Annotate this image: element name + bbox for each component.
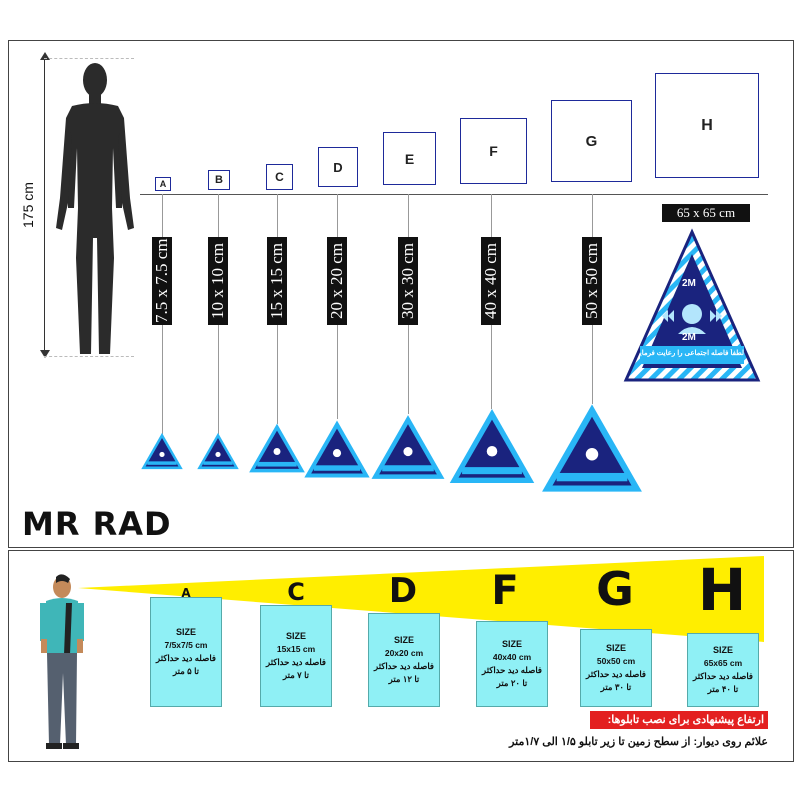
sign-triangle-e xyxy=(371,415,445,479)
brand-logo: MR RAD xyxy=(22,505,172,543)
size-label-d: 20 x 20 cm xyxy=(327,237,347,325)
install-text: علائم روی دیوار: از سطح زمین تا زیر تابل… xyxy=(509,736,768,748)
size-box-h: H xyxy=(655,73,759,178)
cone-letter-h: H xyxy=(697,556,747,624)
bottom-panel xyxy=(8,550,794,762)
size-card-g: SIZE 50x50 cm فاصله دید حداکثر تا ۳۰ متر xyxy=(580,629,652,707)
size-box-g: G xyxy=(551,100,632,182)
viewing-cone xyxy=(78,556,764,642)
size-box-e: E xyxy=(383,132,436,185)
size-card-h: SIZE 65x65 cm فاصله دید حداکثر تا ۴۰ متر xyxy=(687,633,759,707)
sign-triangle-d xyxy=(304,420,370,478)
person-figure-icon xyxy=(40,574,84,749)
sign-distance-top: 2M xyxy=(682,278,696,289)
cone-letter-c: C xyxy=(287,578,305,606)
sign-triangle-b xyxy=(197,432,239,470)
height-arrow-top-icon xyxy=(40,52,50,60)
size-card-a: SIZE 7/5x7/5 cm فاصله دید حداکثر تا ۵ مت… xyxy=(150,597,222,707)
size-label-h: 65 x 65 cm xyxy=(662,204,750,222)
size-box-a: A xyxy=(155,177,171,191)
cone-letter-f: F xyxy=(491,568,519,614)
human-silhouette-icon xyxy=(56,63,134,354)
large-sign: 2M 2M لطفاً فاصله اجتماعی را رعایت فرمای… xyxy=(622,228,762,388)
sign-triangle-f xyxy=(449,409,535,483)
sign-triangle-g xyxy=(542,404,642,492)
size-box-f: F xyxy=(460,118,527,184)
sign-message: لطفاً فاصله اجتماعی را رعایت فرمایید xyxy=(640,350,744,357)
size-label-e: 30 x 30 cm xyxy=(398,237,418,325)
install-title: ارتفاع پیشنهادی برای نصب تابلوها: xyxy=(590,711,768,729)
cone-letter-g: G xyxy=(596,562,634,616)
sign-triangle-a xyxy=(141,432,183,470)
size-card-f: SIZE 40x40 cm فاصله دید حداکثر تا ۲۰ متر xyxy=(476,621,548,707)
size-card-d: SIZE 20x20 cm فاصله دید حداکثر تا ۱۲ متر xyxy=(368,613,440,707)
size-label-g: 50 x 50 cm xyxy=(582,237,602,325)
sign-distance-bottom: 2M xyxy=(682,332,696,343)
size-label-b: 10 x 10 cm xyxy=(208,237,228,325)
height-arrow-bottom-icon xyxy=(40,350,50,358)
size-box-b: B xyxy=(208,170,230,190)
height-arrow xyxy=(44,57,45,355)
size-label-f: 40 x 40 cm xyxy=(481,237,501,325)
cone-letter-a: A xyxy=(181,586,191,600)
sign-triangle-c xyxy=(249,423,305,473)
height-guide-bottom xyxy=(44,356,134,357)
size-box-c: C xyxy=(266,164,293,190)
size-box-d: D xyxy=(318,147,358,187)
size-label-a: 7.5 x 7.5 cm xyxy=(152,237,172,325)
size-label-c: 15 x 15 cm xyxy=(267,237,287,325)
height-guide-top xyxy=(44,58,134,59)
cone-letter-d: D xyxy=(388,571,418,611)
size-card-c: SIZE 15x15 cm فاصله دید حداکثر تا ۷ متر xyxy=(260,605,332,707)
height-label: 175 cm xyxy=(20,182,36,228)
top-panel xyxy=(8,40,794,548)
eye-level-line xyxy=(140,194,768,195)
